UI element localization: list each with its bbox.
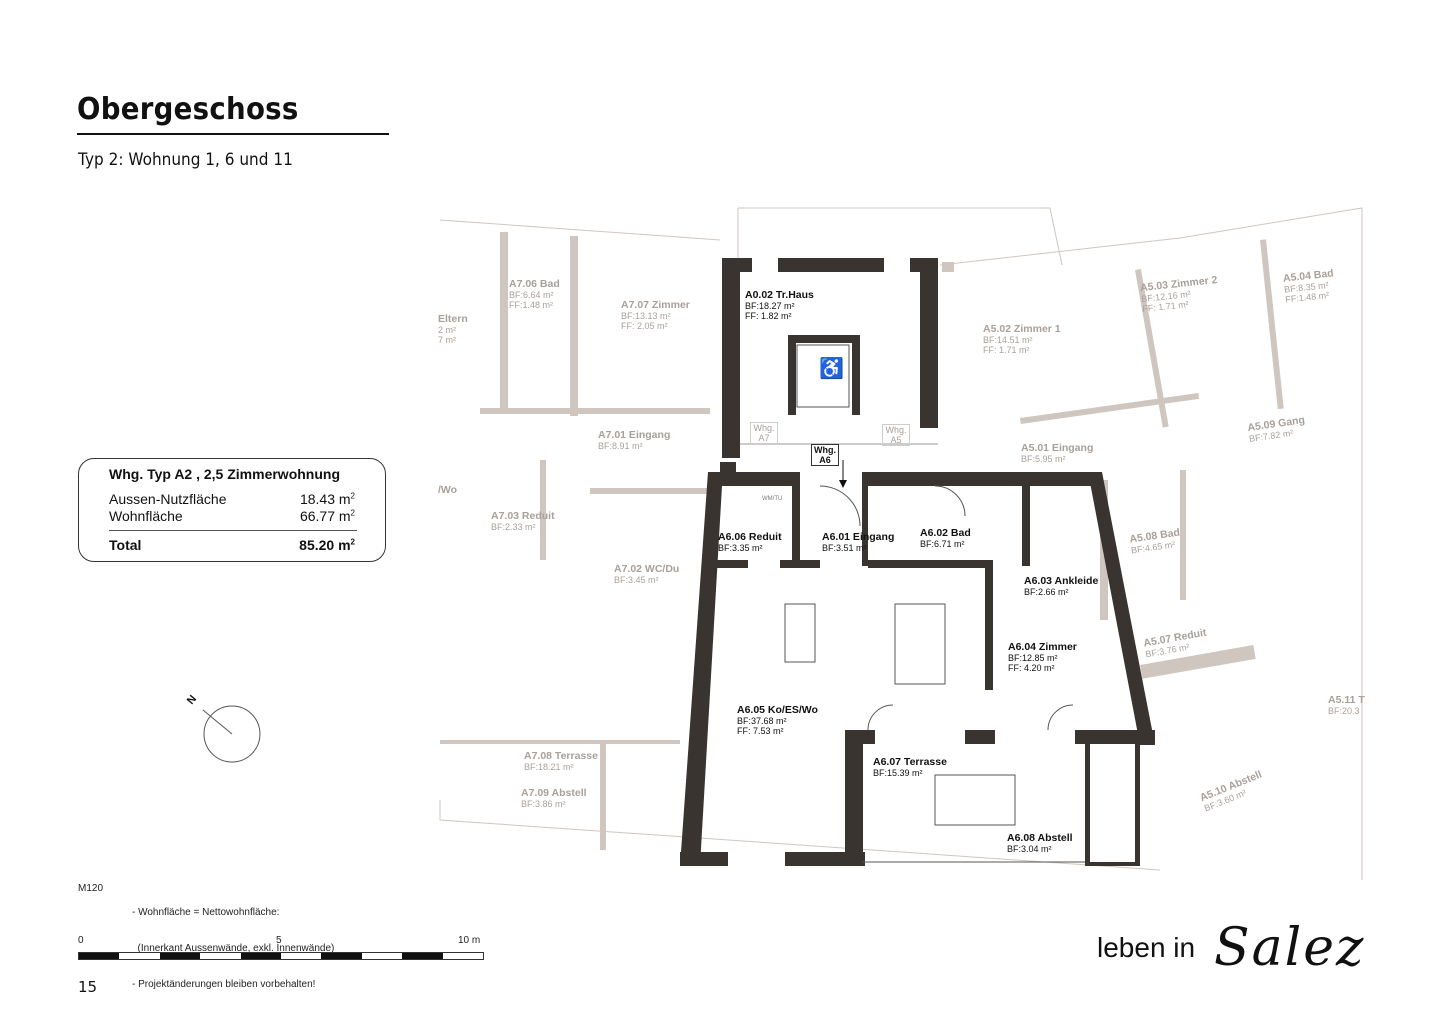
summary-value: 66.77 m2 — [299, 508, 355, 524]
unit-tag-a7: Whg. A7 — [750, 422, 778, 444]
summary-total-label: Total — [109, 537, 142, 553]
scale-tick-10: 10 m — [458, 935, 481, 946]
page-subtitle: Typ 2: Wohnung 1, 6 und 11 — [78, 150, 293, 170]
brand-prefix: leben in — [1097, 932, 1196, 963]
summary-divider — [109, 530, 357, 531]
scale-tick-5: 5 — [276, 935, 282, 946]
summary-heading: Whg. Typ A2 , 2,5 Zimmerwohnung — [109, 466, 341, 482]
page-title: Obergeschoss — [77, 92, 299, 127]
room-wo-partial: /Wo — [438, 484, 458, 496]
summary-value: 18.43 m2 — [299, 491, 355, 507]
brand-logo: Salez — [1214, 918, 1366, 978]
summary-label: Wohnfläche — [109, 508, 183, 524]
page-number: 15 — [78, 978, 98, 996]
summary-row-wohn: Wohnfläche 66.77 m2 — [109, 508, 355, 524]
title-underline — [77, 133, 389, 135]
scale-bar — [78, 952, 484, 960]
summary-row-aussen: Aussen-Nutzfläche 18.43 m2 — [109, 491, 355, 507]
summary-row-total: Total 85.20 m2 — [109, 537, 355, 553]
apartment-summary-box: Whg. Typ A2 , 2,5 Zimmerwohnung Aussen-N… — [78, 458, 386, 562]
scale-ratio: M120 — [78, 883, 104, 894]
summary-label: Aussen-Nutzfläche — [109, 491, 227, 507]
washer-label: WM/TU — [762, 496, 783, 502]
unit-tag-a5: Whg. A5 — [882, 424, 910, 446]
north-compass: N — [180, 690, 270, 770]
wheelchair-icon: ♿ — [819, 356, 844, 380]
compass-icon — [202, 705, 261, 763]
summary-total-value: 85.20 m2 — [299, 537, 355, 553]
unit-tag-a6: Whg. A6 — [811, 444, 839, 466]
notes-lines: - Wohnfläche = Nettowohnfläche: (Innerka… — [132, 907, 335, 990]
scale-tick-0: 0 — [78, 935, 84, 946]
